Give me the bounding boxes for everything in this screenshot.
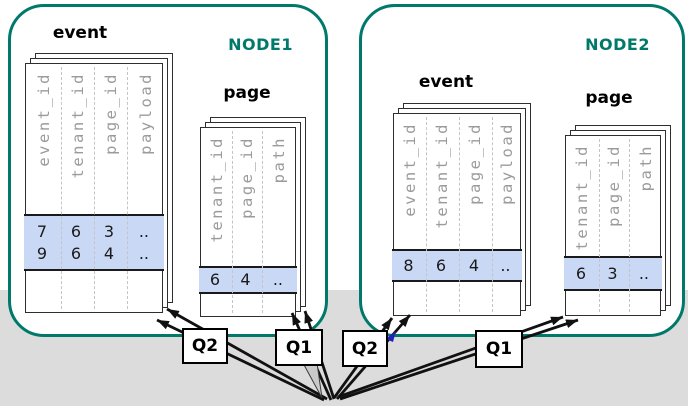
column-header-tenant-id: tenant_id	[573, 144, 591, 251]
column-separator	[94, 67, 95, 309]
column-header-payload: payload	[498, 122, 516, 205]
page-table-node2: tenant_id page_id path 6 3 ..	[564, 125, 671, 316]
event-table-label: event	[52, 23, 108, 43]
cell: ..	[138, 221, 149, 241]
cell: 4	[103, 244, 114, 263]
node2-container: NODE2 event event_id tenant_id page_id p…	[359, 4, 685, 337]
page-table-label: page	[223, 83, 271, 103]
column-separator	[232, 131, 233, 313]
event-table-label: event	[418, 72, 474, 92]
column-separator	[459, 117, 460, 312]
table-front-sheet: event_id tenant_id page_id payload 7 6 3…	[24, 63, 164, 313]
highlighted-rows: 8 6 4 ..	[392, 249, 522, 282]
column-header-event-id: event_id	[401, 122, 419, 217]
cell: 6	[70, 244, 81, 263]
column-separator	[629, 139, 630, 312]
cell: 7	[36, 221, 47, 241]
cell: 6	[209, 270, 220, 290]
cell: ..	[638, 263, 649, 283]
event-table-node2: event_id tenant_id page_id payload 8 6 4…	[392, 103, 531, 316]
page-table-node1: tenant_id page_id path 6 4 ..	[199, 117, 306, 317]
query-label-q2-node1: Q2	[182, 328, 228, 364]
column-separator	[262, 131, 263, 313]
column-separator	[426, 117, 427, 312]
column-header-page-id: page_id	[605, 144, 623, 227]
column-header-payload: payload	[137, 72, 155, 155]
cell: 6	[575, 263, 586, 283]
highlighted-rows: 6 4 ..	[199, 266, 297, 294]
table-front-sheet: tenant_id page_id path 6 3 ..	[564, 135, 662, 316]
cell: 6	[435, 255, 446, 275]
node2-title: NODE2	[585, 35, 650, 54]
column-separator	[492, 117, 493, 312]
column-header-tenant-id: tenant_id	[208, 136, 226, 243]
column-separator	[61, 67, 62, 309]
column-header-page-id: page_id	[238, 136, 256, 219]
node1-title: NODE1	[228, 35, 293, 54]
highlighted-rows: 6 3 ..	[564, 256, 662, 291]
cell: ..	[272, 270, 283, 290]
column-header-page-id: page_id	[102, 72, 120, 155]
page-table-label: page	[585, 88, 633, 108]
cell: 8	[403, 255, 414, 275]
cell: 3	[607, 263, 618, 283]
event-table-node1: event_id tenant_id page_id payload 7 6 3…	[24, 53, 173, 313]
node1-container: NODE1 event event_id tenant_id page_id p…	[8, 4, 328, 337]
cell: 6	[70, 221, 81, 241]
table-front-sheet: event_id tenant_id page_id payload 8 6 4…	[392, 113, 522, 316]
column-separator	[127, 67, 128, 309]
query-label-q2-node2: Q2	[342, 330, 388, 367]
column-header-tenant-id: tenant_id	[433, 122, 451, 229]
query-label-q1-node1: Q1	[275, 329, 323, 366]
cell: ..	[138, 244, 149, 263]
query-label-q1-node2: Q1	[475, 330, 523, 368]
column-separator	[599, 139, 600, 312]
cell: ..	[500, 255, 511, 275]
table-front-sheet: tenant_id page_id path 6 4 ..	[199, 127, 297, 317]
cell: 3	[103, 221, 114, 241]
cell: 4	[240, 270, 251, 290]
cell: 9	[36, 244, 47, 263]
column-header-path: path	[270, 136, 288, 184]
column-header-tenant-id: tenant_id	[69, 72, 87, 179]
column-header-path: path	[637, 144, 655, 192]
cell: 4	[468, 255, 479, 275]
column-header-event-id: event_id	[35, 72, 53, 167]
column-header-page-id: page_id	[466, 122, 484, 205]
